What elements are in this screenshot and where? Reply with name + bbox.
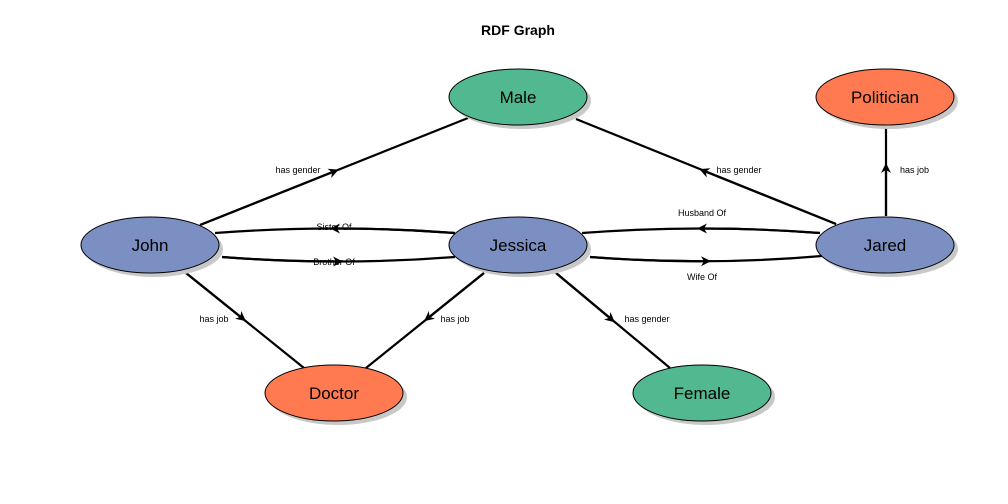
diagram-title: RDF Graph [481,22,555,38]
node-label: Jessica [490,236,547,255]
edge-label: has job [199,314,228,324]
edge-jared-has-gender-male: has gender [575,117,837,226]
edge-label: has gender [716,165,761,175]
node-john[interactable]: John [80,216,223,277]
node-female[interactable]: Female [632,364,775,425]
node-ellipse [815,68,955,126]
edge-label: has gender [624,314,669,324]
edge-jared-has-job-politician: has job [881,125,929,216]
edge-label: has job [440,314,469,324]
edge-jared-husband-of-jessica: Husband Of [581,208,821,235]
edge-john-brother-of-jessica: Brother Of [221,255,456,267]
edge-jessica-sister-of-john: Sister Of [214,222,456,235]
edge-jessica-has-gender-female: has gender [555,272,671,369]
edge-label: has job [900,165,929,175]
edge-john-has-gender-male: has gender [199,116,469,227]
node-ellipse [632,364,772,422]
edge-label: Husband Of [678,208,727,218]
edge-label: Wife Of [687,272,718,282]
node-label: Female [674,384,731,403]
edge-label: Sister Of [316,222,352,232]
node-label: Male [500,88,537,107]
node-label: Doctor [309,384,359,403]
node-doctor[interactable]: Doctor [264,364,407,425]
node-politician[interactable]: Politician [815,68,958,129]
edges: has gender has gender has job Sister Of … [185,116,929,369]
node-ellipse [448,216,588,274]
node-jessica[interactable]: Jessica [448,216,591,277]
node-ellipse [448,68,588,126]
node-ellipse [815,216,955,274]
nodes: Male Politician John Jessica Jared Docto… [80,68,958,425]
edge-label: Brother Of [313,257,355,267]
edge-label: has gender [275,165,320,175]
node-male[interactable]: Male [448,68,591,129]
node-label: John [132,236,169,255]
node-label: Jared [864,236,907,255]
node-jared[interactable]: Jared [815,216,958,277]
node-ellipse [80,216,220,274]
node-ellipse [264,364,404,422]
edge-jessica-wife-of-jared: Wife Of [589,254,823,282]
node-label: Politician [851,88,919,107]
edge-jessica-has-job-doctor: has job [365,272,485,369]
edge-john-has-job-doctor: has job [185,272,305,369]
